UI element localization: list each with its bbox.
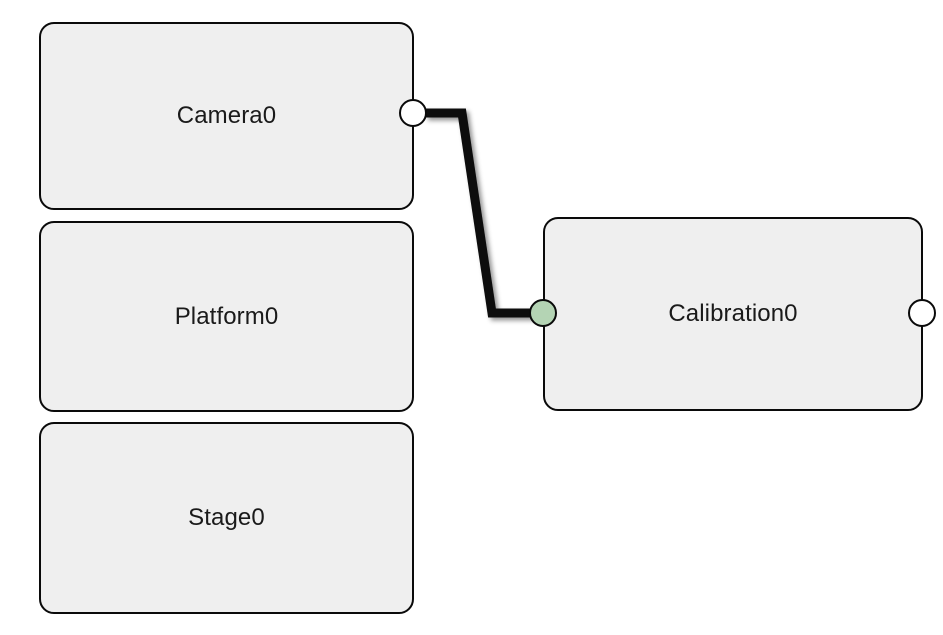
node-platform0[interactable]: Platform0 [39, 221, 414, 412]
connection-wire-camera0-to-calibration0[interactable] [425, 108, 533, 318]
node-camera0[interactable]: Camera0 [39, 22, 414, 210]
port-calibration0-input[interactable] [529, 299, 557, 327]
node-label-calibration0: Calibration0 [668, 300, 798, 327]
port-camera0-output[interactable] [399, 99, 427, 127]
node-label-camera0: Camera0 [176, 102, 277, 129]
node-label-platform0: Platform0 [174, 302, 279, 330]
node-calibration0[interactable]: Calibration0 [543, 217, 923, 411]
node-label-stage0: Stage0 [188, 504, 265, 531]
port-calibration0-output[interactable] [908, 299, 936, 327]
node-stage0[interactable]: Stage0 [39, 422, 414, 614]
